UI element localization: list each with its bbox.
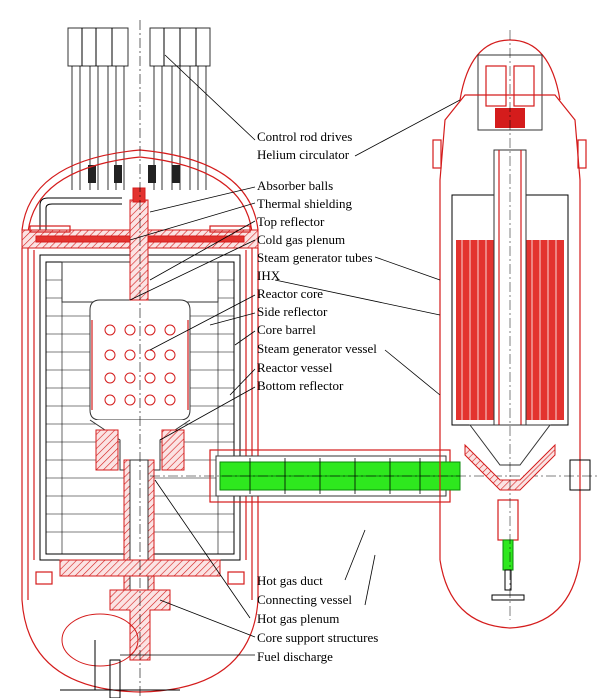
label-steam-generator-vessel: Steam generator vessel — [257, 341, 377, 356]
label-thermal-shielding: Thermal shielding — [257, 196, 352, 211]
label-top-reflector: Top reflector — [257, 214, 325, 229]
label-ihx: IHX — [257, 268, 281, 283]
labels: Control rod drives Helium circulator Abs… — [257, 129, 378, 664]
label-bottom-reflector: Bottom reflector — [257, 378, 344, 393]
label-steam-generator-tubes: Steam generator tubes — [257, 250, 373, 265]
label-helium-circulator: Helium circulator — [257, 147, 350, 162]
reactor-vessel-group — [21, 20, 259, 698]
steam-generator-vessel-group — [432, 30, 591, 629]
label-hot-gas-plenum: Hot gas plenum — [257, 611, 339, 626]
label-cold-gas-plenum: Cold gas plenum — [257, 232, 345, 247]
label-absorber-balls: Absorber balls — [257, 178, 333, 193]
label-control-rod-drives: Control rod drives — [257, 129, 352, 144]
label-connecting-vessel: Connecting vessel — [257, 592, 352, 607]
label-core-barrel: Core barrel — [257, 322, 316, 337]
label-side-reflector: Side reflector — [257, 304, 328, 319]
label-reactor-core: Reactor core — [257, 286, 323, 301]
label-core-support-structures: Core support structures — [257, 630, 378, 645]
label-reactor-vessel: Reactor vessel — [257, 360, 333, 375]
control-rod-drive-housings — [67, 27, 211, 190]
label-hot-gas-duct: Hot gas duct — [257, 573, 323, 588]
leader-lines — [120, 54, 461, 656]
pebble-core — [104, 324, 176, 406]
label-fuel-discharge: Fuel discharge — [257, 649, 333, 664]
hot-gas-duct — [150, 449, 600, 503]
